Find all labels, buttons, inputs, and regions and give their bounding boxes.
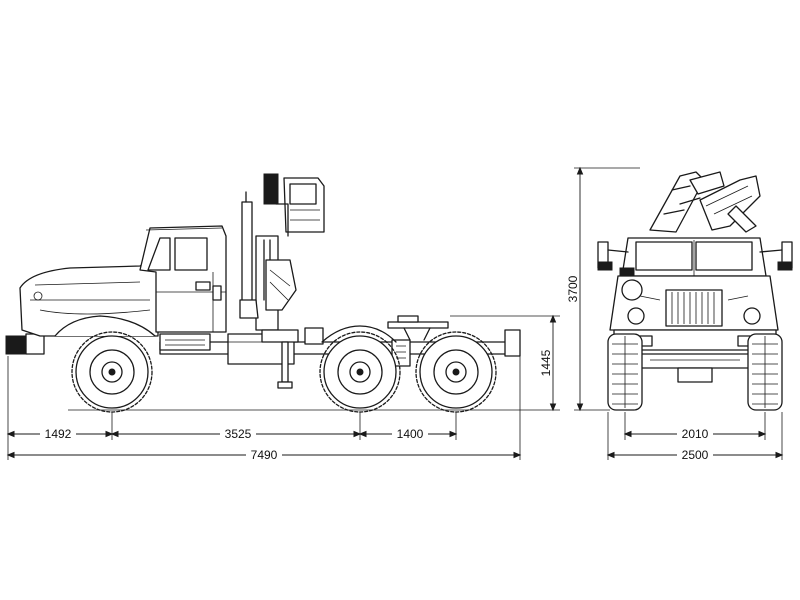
overall-width-value: 2500 — [682, 448, 709, 462]
dim-front-overhang: 1492 — [6, 427, 114, 441]
overall-height-value: 3700 — [566, 275, 580, 302]
front-view-left-wheel — [607, 333, 643, 411]
dim-wheelbase: 3525 — [110, 427, 362, 441]
dim-overall-length: 7490 — [6, 448, 522, 462]
rear-wheel-2 — [415, 331, 497, 413]
dim-track: 2010 — [623, 427, 767, 441]
dim-overall-width: 2500 — [606, 448, 784, 462]
side-view: 1492 3525 1400 7490 — [5, 173, 560, 462]
front-view-right-wheel — [747, 333, 783, 411]
wheelbase-value: 3525 — [225, 427, 252, 441]
rear-axle-spacing-value: 1400 — [397, 427, 424, 441]
front-overhang-value: 1492 — [45, 427, 72, 441]
front-view: 3700 — [566, 166, 793, 462]
rear-wheel-1 — [319, 331, 401, 413]
track-value: 2010 — [682, 427, 709, 441]
fifth-wheel-height-value: 1445 — [539, 349, 553, 376]
dim-fifth-wheel-height: 1445 — [450, 314, 560, 412]
front-wheel — [71, 331, 153, 413]
dim-rear-axle-spacing: 1400 — [358, 427, 458, 441]
dim-overall-height: 3700 — [566, 166, 640, 412]
overall-length-value: 7490 — [251, 448, 278, 462]
